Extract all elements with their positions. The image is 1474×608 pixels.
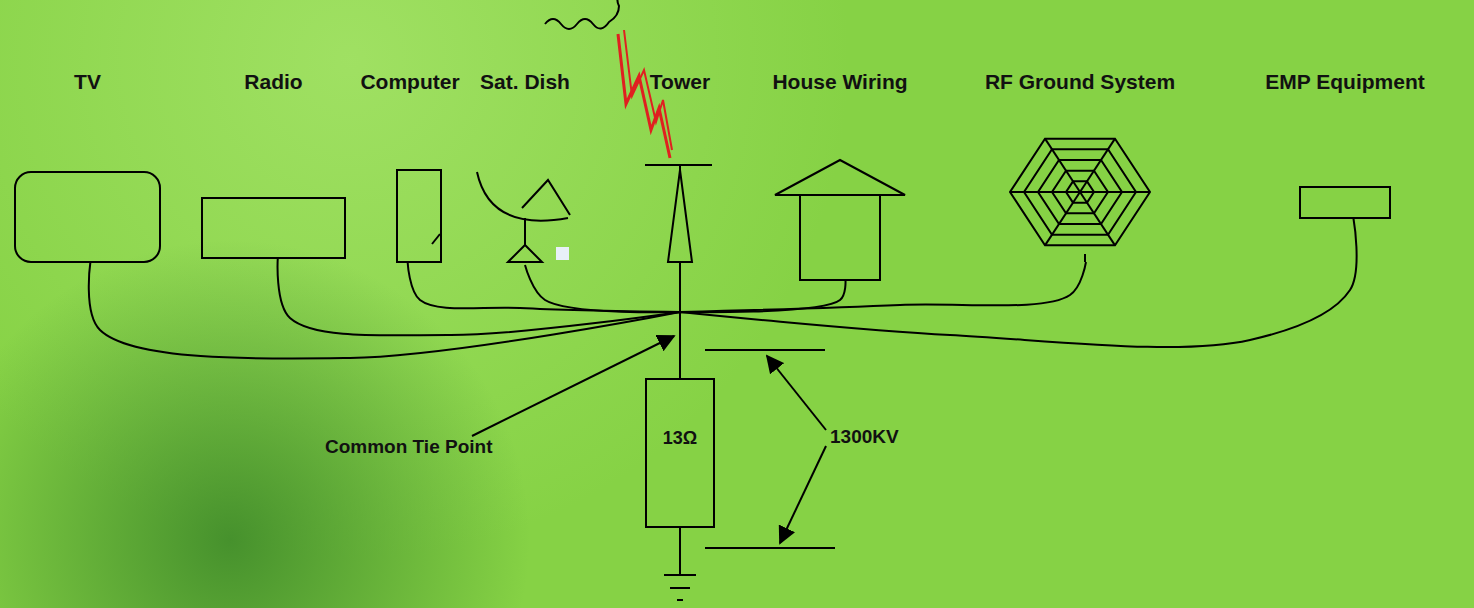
- leader-arrow: [472, 336, 674, 436]
- computer-node: Computer: [350, 70, 470, 262]
- tv-node: TV: [15, 70, 160, 262]
- rf-ground-node: RF Ground System: [981, 70, 1180, 262]
- computer-detail: [432, 234, 440, 244]
- ground-wire: [680, 280, 846, 378]
- emp-node: EMP Equipment: [1261, 70, 1429, 218]
- device-label: EMP Equipment: [1261, 70, 1429, 94]
- computer-symbol: [397, 170, 441, 262]
- device-label: Tower: [640, 70, 720, 94]
- device-label: TV: [15, 70, 160, 94]
- radio-node: Radio: [202, 70, 345, 258]
- dimension-label: 1300KV: [830, 426, 899, 448]
- dimension-line: [705, 350, 835, 548]
- resistor-value: 13Ω: [647, 380, 713, 449]
- web-spoke: [1080, 191, 1150, 193]
- web-spoke: [1080, 192, 1115, 245]
- dish-node: Sat. Dish: [470, 70, 580, 265]
- house-symbol: [775, 160, 905, 280]
- ground-wire: [525, 265, 680, 378]
- tower-symbol: [645, 165, 712, 312]
- resistor-box: 13Ω: [645, 378, 715, 528]
- ground-symbol: [664, 528, 696, 600]
- emp-symbol: [1300, 187, 1390, 218]
- web-spoke: [1045, 192, 1080, 245]
- device-label: Radio: [202, 70, 345, 94]
- tower-node: Tower: [640, 70, 720, 262]
- ground-wire: [408, 262, 680, 378]
- dish-marker: [556, 247, 569, 260]
- ground-wire: [680, 218, 1357, 378]
- web-ring: [1010, 139, 1150, 246]
- device-label: House Wiring: [768, 70, 912, 94]
- web-lead: [1084, 254, 1086, 262]
- ground-wire: [680, 262, 1086, 378]
- rf-ground-web: [1010, 139, 1150, 262]
- leader-arrow: [780, 446, 826, 543]
- callout-label: Common Tie Point: [325, 436, 492, 458]
- dish-symbol: [477, 172, 570, 262]
- web-spoke: [1080, 139, 1115, 192]
- device-label: RF Ground System: [981, 70, 1180, 94]
- house-node: House Wiring: [768, 70, 912, 280]
- ground-wire: [278, 258, 680, 378]
- cloud: [545, 0, 621, 29]
- web-spoke: [1045, 139, 1080, 192]
- device-label: Computer: [350, 70, 470, 94]
- device-label: Sat. Dish: [470, 70, 580, 94]
- ground-wire: [89, 262, 680, 378]
- radio-symbol: [202, 198, 345, 258]
- tv-symbol: [15, 172, 160, 262]
- leader-arrow: [767, 356, 826, 430]
- web-spoke: [1010, 191, 1080, 193]
